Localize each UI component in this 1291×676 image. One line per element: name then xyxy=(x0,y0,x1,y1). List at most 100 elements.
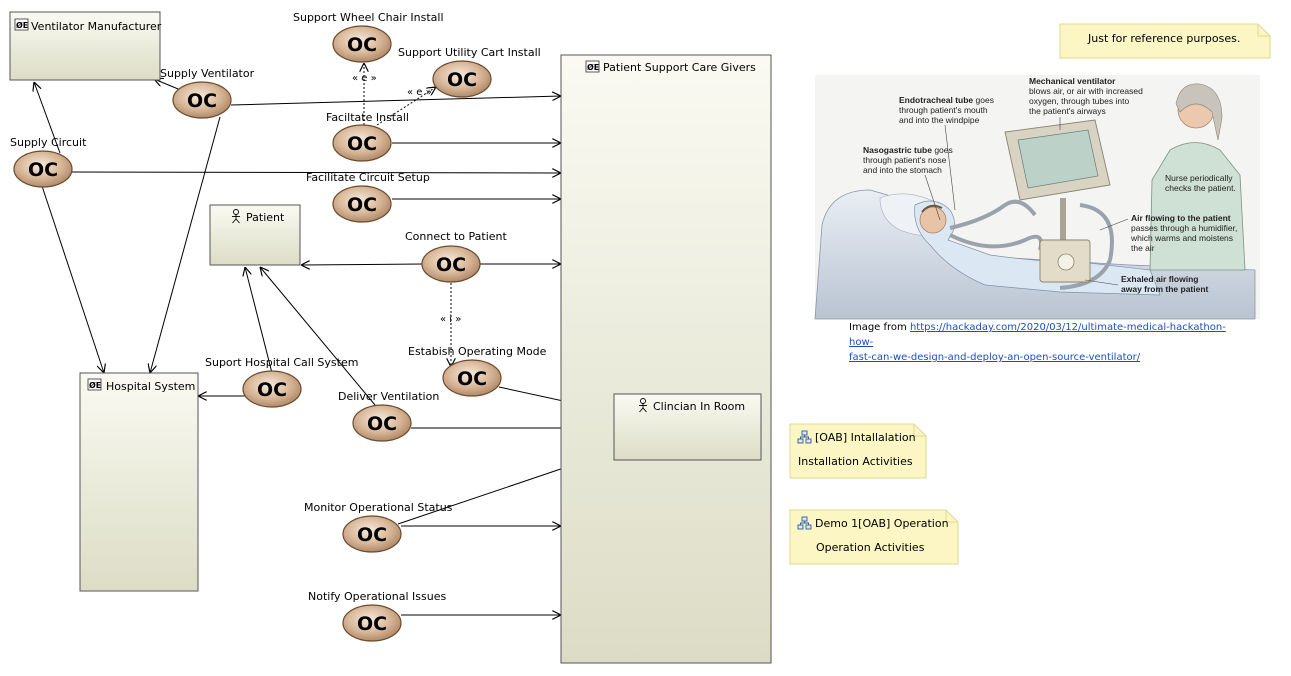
capability-notify-operational-issues[interactable]: Notify Operational Issues OC xyxy=(308,590,446,642)
capability-label: Facilitate Circuit Setup xyxy=(306,171,430,184)
note-oab-installation[interactable]: [OAB] Intallalation Installation Activit… xyxy=(789,423,927,479)
capability-label: Support Utility Cart Install xyxy=(398,46,541,59)
tube-path xyxy=(949,199,1037,230)
note-body: Installation Activities xyxy=(798,455,913,468)
capability-badge: OC xyxy=(447,69,477,91)
capability-badge: OC xyxy=(28,159,58,181)
connector-connect-patient-to-patient[interactable] xyxy=(301,264,424,265)
capability-establish-operating-mode[interactable]: Estabish Operating Mode OC xyxy=(408,345,547,397)
caption-prefix: Image from xyxy=(849,322,910,333)
capability-supply-ventilator[interactable]: Supply Ventilator OC xyxy=(160,67,255,119)
capability-label: Support Wheel Chair Install xyxy=(293,11,444,24)
actor-icon xyxy=(639,398,647,413)
svg-text:ØE: ØE xyxy=(587,62,599,72)
label-mechanical-ventilator: Mechanical ventilator xyxy=(1029,76,1116,86)
capability-support-utility-cart-install[interactable]: Support Utility Cart Install OC xyxy=(398,46,541,98)
label-endotracheal-line2: through patient's mouth xyxy=(899,105,988,115)
label-mechanical-line3: oxygen, through tubes into xyxy=(1029,96,1129,106)
capability-label: Supply Circuit xyxy=(10,136,87,149)
capability-badge: OC xyxy=(347,133,377,155)
connector-supply-ventilator-to-care-givers[interactable] xyxy=(230,96,561,106)
image-caption: Image from https://hackaday.com/2020/03/… xyxy=(849,320,1249,365)
note-link-title[interactable]: [OAB] Intallalation xyxy=(815,431,916,444)
label-air-flowing-line3: which warms and moistens xyxy=(1130,233,1233,243)
label-exhaled-air: Exhaled air flowing xyxy=(1121,274,1198,284)
stereotype-includes: « i » xyxy=(440,314,461,325)
capability-badge: OC xyxy=(347,194,377,216)
illustration-leader-lines xyxy=(924,117,1129,286)
tube-path xyxy=(1059,203,1114,290)
nurse-figure xyxy=(1149,142,1246,271)
entity-patient-support-care-givers[interactable]: ØE Patient Support Care Givers xyxy=(560,54,772,664)
connector-deliver-ventilation-to-patient[interactable] xyxy=(260,267,376,406)
capability-support-hospital-call-system[interactable]: Suport Hospital Call System OC xyxy=(205,356,358,408)
stereotype-extends-wheelchair: « e » xyxy=(352,73,377,84)
label-nasogastric-line3: and into the stomach xyxy=(863,165,942,175)
diagram-link-icon xyxy=(797,430,812,444)
note-reference[interactable]: Just for reference purposes. xyxy=(1059,23,1271,59)
source-link-line1: https://hackaday.com/2020/03/12/ultimate… xyxy=(849,322,1226,348)
stereotype-extends-utility-cart: « e » xyxy=(407,87,432,98)
capability-label: Monitor Operational Status xyxy=(304,501,453,514)
capability-supply-circuit[interactable]: Supply Circuit OC xyxy=(10,136,87,188)
capability-deliver-ventilation[interactable]: Deliver Ventilation OC xyxy=(338,390,439,442)
svg-text:ØE: ØE xyxy=(89,380,101,390)
label-nurse-line2: checks the patient. xyxy=(1165,183,1236,193)
entity-icon: ØE xyxy=(14,18,29,31)
note-text: Just for reference purposes. xyxy=(1087,32,1240,45)
capability-label: Estabish Operating Mode xyxy=(408,345,547,358)
svg-text:ØE: ØE xyxy=(16,20,28,30)
connector-call-system-to-patient[interactable] xyxy=(245,267,273,374)
entity-title: Ventilator Manufacturer xyxy=(31,20,162,33)
connector-supply-circuit-to-care-givers[interactable] xyxy=(71,172,561,173)
capability-label: Deliver Ventilation xyxy=(338,390,439,403)
entity-title: Patient xyxy=(246,211,285,224)
connectors xyxy=(34,63,614,615)
capability-label: Faciltate Install xyxy=(326,111,409,124)
capability-monitor-operational-status[interactable]: Monitor Operational Status OC xyxy=(304,501,453,553)
capability-badge: OC xyxy=(357,613,387,635)
capability-facilitate-circuit-setup[interactable]: Facilitate Circuit Setup OC xyxy=(306,171,430,223)
capability-connect-to-patient[interactable]: Connect to Patient OC xyxy=(405,230,508,283)
patient-head xyxy=(919,206,947,234)
source-link[interactable]: https://hackaday.com/2020/03/12/ultimate… xyxy=(849,322,1226,363)
capability-badge: OC xyxy=(367,413,397,435)
note-link-title[interactable]: Demo 1[OAB] Operation xyxy=(815,517,949,530)
capability-badge: OC xyxy=(457,368,487,390)
source-link-line2: fast-can-we-design-and-deploy-an-open-so… xyxy=(849,352,1141,363)
entity-icon: ØE xyxy=(585,60,600,73)
capability-support-wheel-chair-install[interactable]: Support Wheel Chair Install OC xyxy=(293,11,444,63)
note-body: Operation Activities xyxy=(816,541,925,554)
label-air-flowing-line4: the air xyxy=(1131,243,1155,253)
entity-title: Hospital System xyxy=(106,380,195,393)
entity-title: Clincian In Room xyxy=(653,400,745,413)
label-air-flowing: Air flowing to the patient xyxy=(1131,213,1231,223)
capability-facilitate-install[interactable]: Faciltate Install OC xyxy=(326,111,409,162)
connector-supply-ventilator-to-hospital[interactable] xyxy=(150,116,221,373)
capability-badge: OC xyxy=(347,34,377,56)
capability-badge: OC xyxy=(187,90,217,112)
actor-icon xyxy=(232,209,240,224)
entity-title: Patient Support Care Givers xyxy=(603,61,756,74)
capability-label: Notify Operational Issues xyxy=(308,590,446,603)
capability-badge: OC xyxy=(436,254,466,276)
label-exhaled-air-line2: away from the patient xyxy=(1121,284,1209,294)
label-nasogastric-line2: through patient's nose xyxy=(863,155,947,165)
entity-hospital-system[interactable]: ØE Hospital System xyxy=(79,372,199,592)
label-endotracheal-line3: and into the windpipe xyxy=(899,115,980,125)
entity-patient[interactable]: Patient xyxy=(209,204,301,266)
entity-clinician-in-room[interactable]: Clincian In Room xyxy=(613,393,762,461)
note-oab-operation[interactable]: Demo 1[OAB] Operation Operation Activiti… xyxy=(789,509,959,565)
entity-ventilator-manufacturer[interactable]: ØE Ventilator Manufacturer xyxy=(9,11,162,81)
connector-supply-circuit-to-manufacturer[interactable] xyxy=(34,82,61,154)
capability-badge: OC xyxy=(357,524,387,546)
ventilator-illustration: Endotracheal tube goes through patient's… xyxy=(814,75,1260,320)
capability-label: Connect to Patient xyxy=(405,230,508,243)
connector-supply-circuit-to-hospital[interactable] xyxy=(41,185,104,373)
label-endotracheal-tube: Endotracheal tube goes xyxy=(899,95,994,105)
capability-label: Supply Ventilator xyxy=(160,67,255,80)
label-nurse-line1: Nurse periodically xyxy=(1165,173,1233,183)
capability-label: Suport Hospital Call System xyxy=(205,356,358,369)
label-mechanical-line4: the patient's airways xyxy=(1029,106,1106,116)
